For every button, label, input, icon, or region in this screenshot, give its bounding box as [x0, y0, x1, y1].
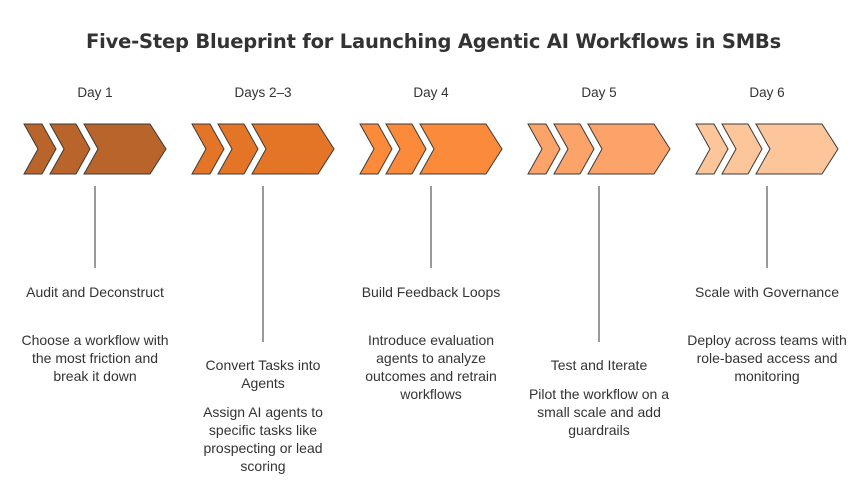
- step-5-day: Day 6: [749, 85, 785, 100]
- step-1-description: Choose a workflow with the most friction…: [21, 332, 169, 384]
- step-2: Days 2–3 Convert Tasks into Agents Assig…: [183, 0, 343, 490]
- step-4-title: Test and Iterate: [550, 357, 648, 373]
- step-2-chevron-small-2: [217, 123, 259, 175]
- step-1-chevron-large: [83, 123, 167, 175]
- step-5-chevron-small-1: [695, 123, 729, 175]
- step-1-connector: [94, 186, 96, 268]
- step-2-description: Assign AI agents to specific tasks like …: [203, 404, 323, 474]
- step-2-connector: [262, 186, 264, 342]
- step-1-arrows-icon: [23, 123, 167, 175]
- step-1-chevron-small-1: [23, 123, 57, 175]
- step-3-title: Build Feedback Loops: [361, 284, 501, 300]
- step-5: Day 6 Scale with Governance Deploy acros…: [687, 0, 847, 490]
- step-1-title: Audit and Deconstruct: [26, 284, 164, 300]
- step-2-chevron-small-1: [191, 123, 225, 175]
- step-3-connector: [430, 186, 432, 268]
- step-4-chevron-small-1: [527, 123, 561, 175]
- step-3-chevron-large: [419, 123, 503, 175]
- step-4-description: Pilot the workflow on a small scale and …: [528, 386, 670, 438]
- step-5-description: Deploy across teams with role-based acce…: [687, 332, 847, 384]
- step-4-day: Day 5: [581, 85, 617, 100]
- step-2-arrows-icon: [191, 123, 335, 175]
- step-3-description: Introduce evaluation agents to analyze o…: [365, 332, 497, 402]
- step-1-chevron-small-2: [49, 123, 91, 175]
- step-3-chevron-small-2: [385, 123, 427, 175]
- step-3: Day 4 Build Feedback Loops Introduce eva…: [351, 0, 511, 490]
- step-4-chevron-small-2: [553, 123, 595, 175]
- step-2-chevron-large: [251, 123, 335, 175]
- step-1-day: Day 1: [77, 85, 113, 100]
- step-3-chevron-small-1: [359, 123, 393, 175]
- step-4-chevron-large: [587, 123, 671, 175]
- step-5-title: Scale with Governance: [695, 284, 839, 300]
- step-2-title: Convert Tasks into Agents: [205, 357, 321, 391]
- step-3-day: Day 4: [413, 85, 449, 100]
- step-4-connector: [598, 186, 600, 342]
- step-5-chevron-small-2: [721, 123, 763, 175]
- step-3-arrows-icon: [359, 123, 503, 175]
- step-4-arrows-icon: [527, 123, 671, 175]
- page-title: Five-Step Blueprint for Launching Agenti…: [86, 30, 781, 53]
- step-2-day: Days 2–3: [234, 85, 292, 100]
- step-5-connector: [766, 186, 768, 268]
- step-5-chevron-large: [755, 123, 839, 175]
- step-1: Day 1 Audit and Deconstruct Choose a wor…: [15, 0, 175, 490]
- step-5-arrows-icon: [695, 123, 839, 175]
- step-4: Day 5 Test and Iterate Pilot the workflo…: [519, 0, 679, 490]
